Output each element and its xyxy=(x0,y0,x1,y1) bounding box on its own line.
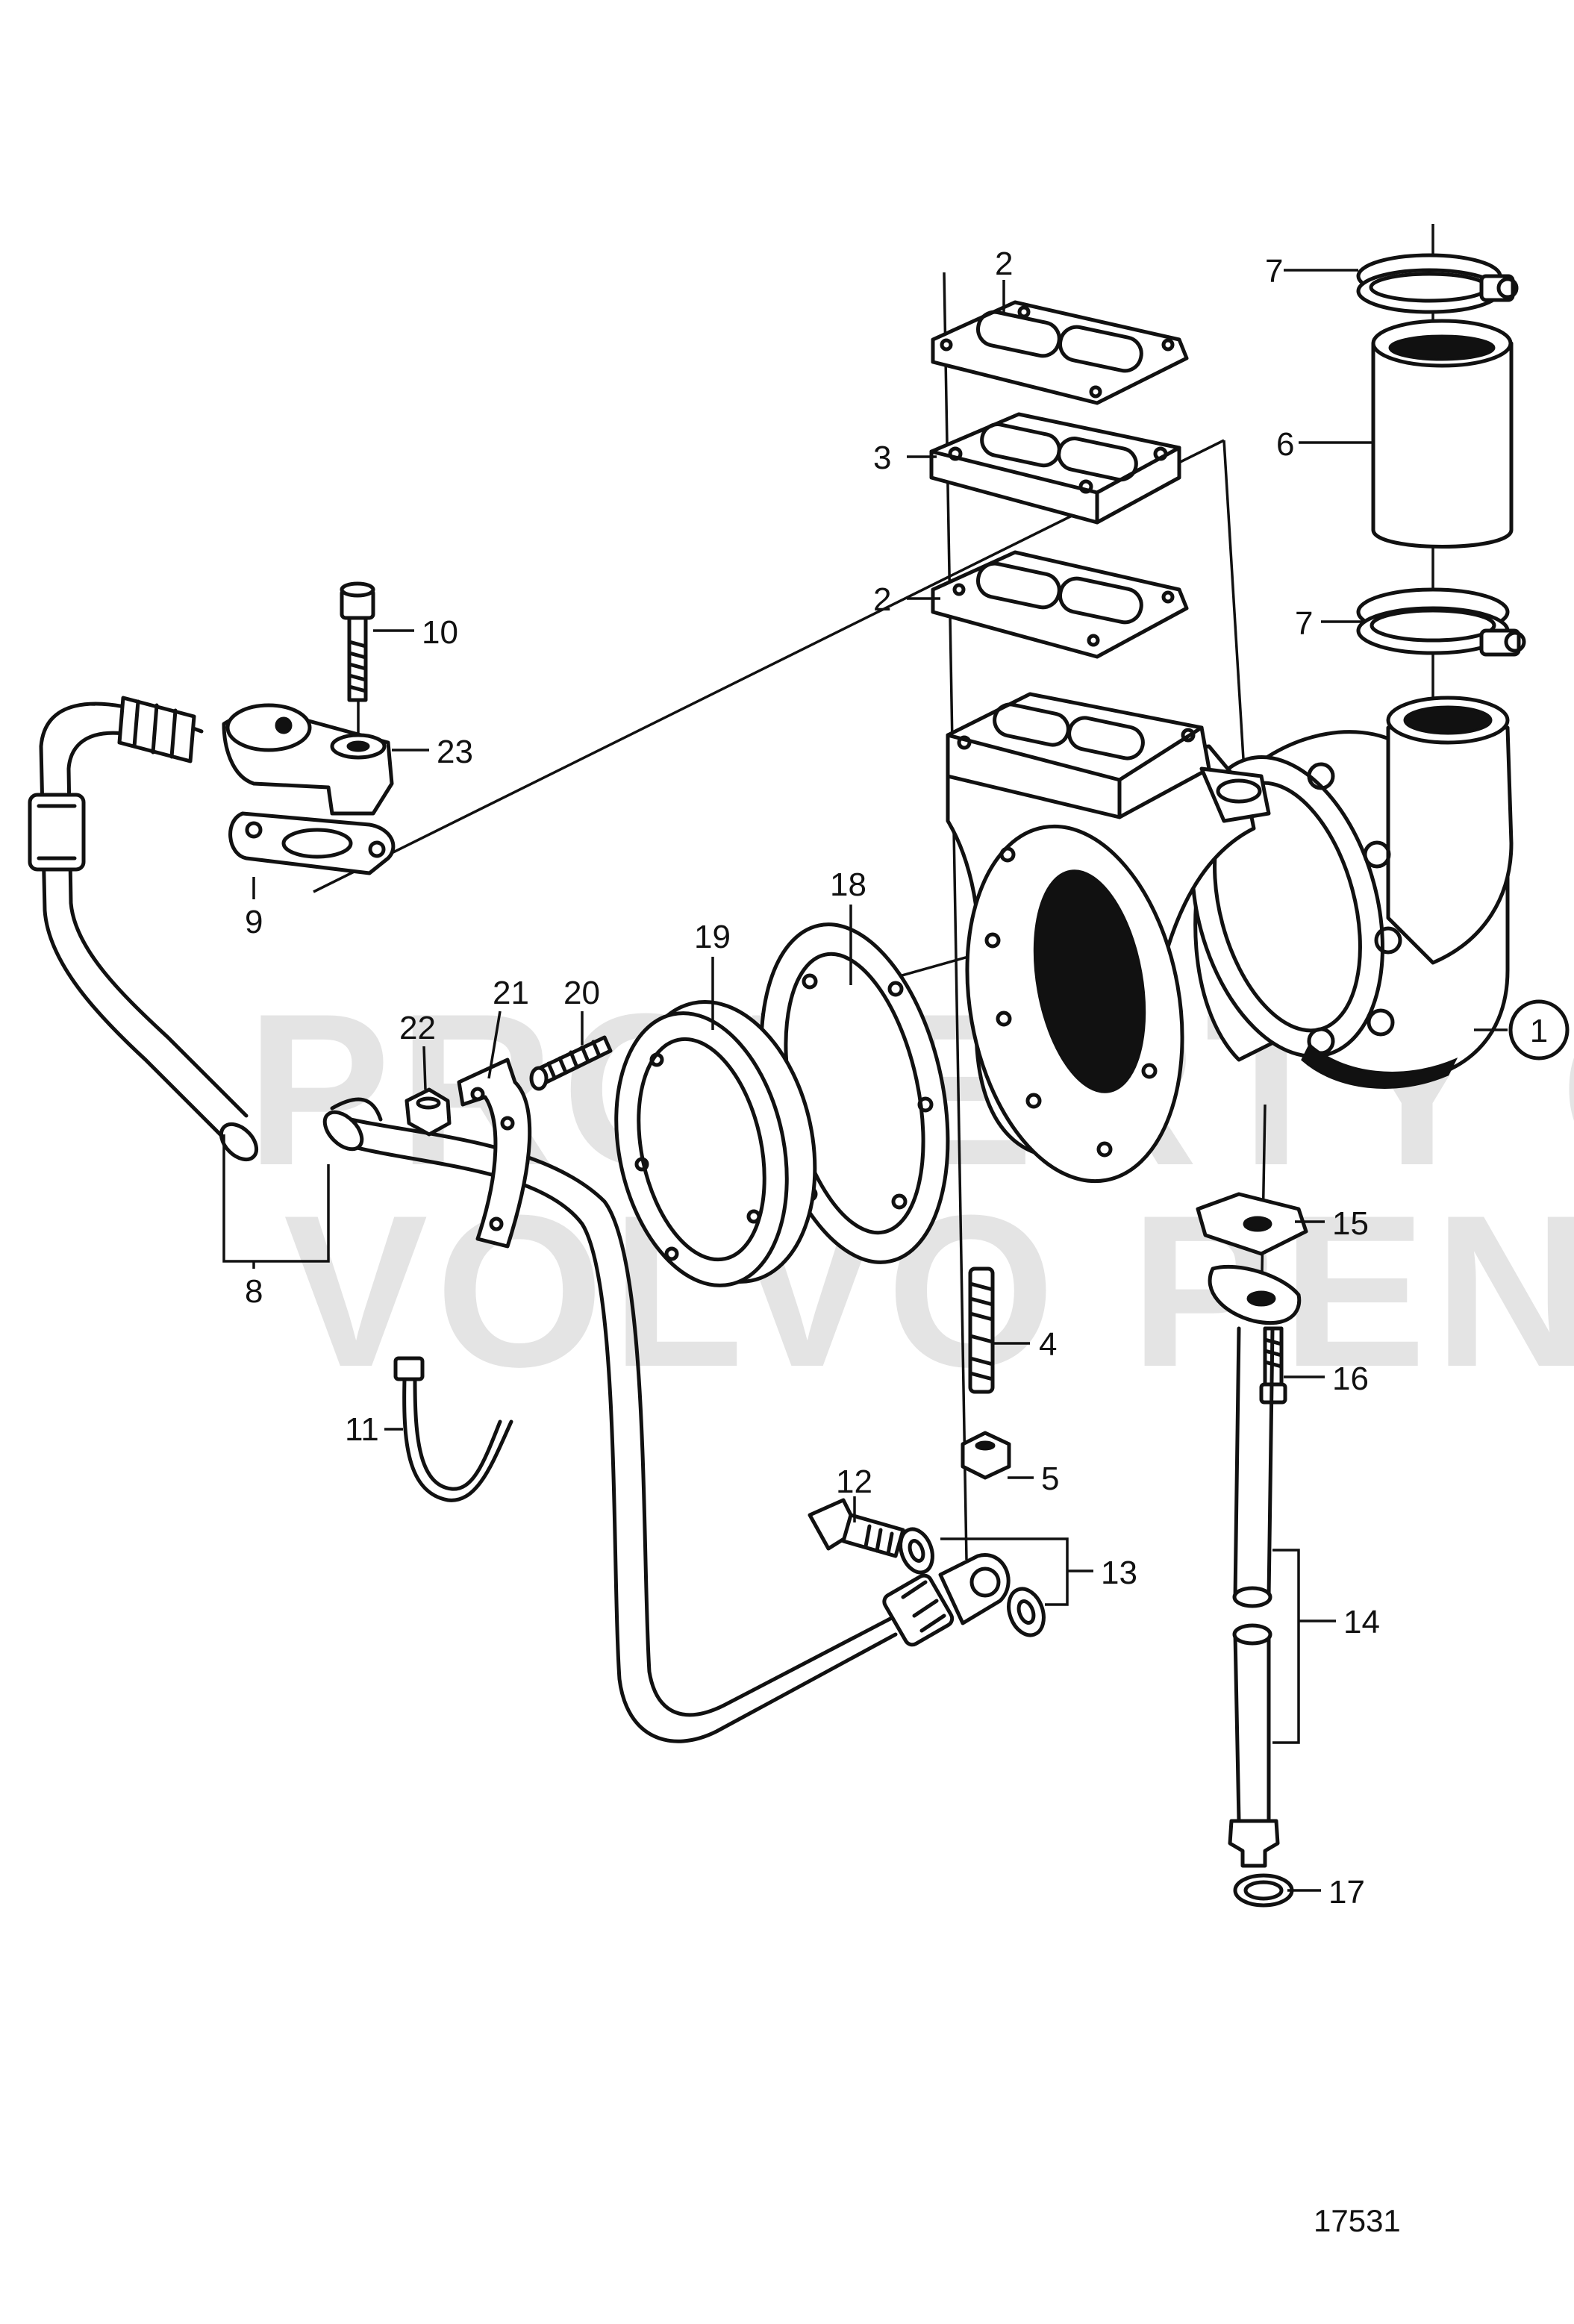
turbocharger-1 xyxy=(946,692,1514,1184)
washers-13 xyxy=(899,1527,1046,1637)
callout-2-top: 2 xyxy=(995,246,1013,282)
callout-18: 18 xyxy=(830,866,866,903)
oil-pipe-8 xyxy=(28,696,1011,1743)
bolt-10 xyxy=(340,581,375,702)
stud-20 xyxy=(529,1035,613,1091)
nut-5 xyxy=(961,1431,1011,1480)
clip-11 xyxy=(393,1356,513,1502)
callout-19: 19 xyxy=(694,919,731,955)
callout-16: 16 xyxy=(1332,1361,1369,1397)
o-ring-17 xyxy=(1233,1873,1294,1908)
hose-clamp-7-lower xyxy=(1356,587,1526,657)
callout-3: 3 xyxy=(873,440,891,476)
gasket-2-lower xyxy=(931,550,1189,659)
callout-13: 13 xyxy=(1101,1555,1137,1591)
hose-clamp-7-top xyxy=(1356,253,1519,314)
ring-19 xyxy=(614,999,817,1287)
callout-14: 14 xyxy=(1343,1604,1380,1640)
document-number: 17531 xyxy=(1314,2203,1401,2238)
stud-4 xyxy=(968,1266,995,1394)
callout-11: 11 xyxy=(345,1411,379,1448)
callout-8: 8 xyxy=(245,1273,263,1310)
banjo-fitting-23 xyxy=(222,703,394,816)
callout-10: 10 xyxy=(422,614,458,651)
callout-23: 23 xyxy=(437,734,473,770)
callout-circle-1 xyxy=(1508,999,1570,1061)
nut-22 xyxy=(405,1087,452,1137)
callout-labels: 2 3 2 7 6 7 10 23 9 8 11 12 13 14 17 16 … xyxy=(245,246,1380,1911)
gaskets-15 xyxy=(1196,1192,1308,1325)
banjo-bolt-12 xyxy=(808,1498,905,1558)
hose-6 xyxy=(1371,319,1514,549)
lock-plate-21 xyxy=(457,1058,532,1249)
callout-2-lower: 2 xyxy=(873,581,891,618)
callout-9: 9 xyxy=(245,904,263,940)
oil-return-pipe-14 xyxy=(1228,1326,1280,1868)
callout-5: 5 xyxy=(1041,1461,1059,1497)
callout-21: 21 xyxy=(493,975,529,1011)
callout-7-lower: 7 xyxy=(1295,605,1313,642)
callout-1: 1 xyxy=(1530,1013,1548,1049)
gasket-2-top xyxy=(931,300,1189,405)
flange-gasket-9 xyxy=(228,811,396,875)
callout-20: 20 xyxy=(563,975,600,1011)
callout-7-top: 7 xyxy=(1265,253,1283,290)
callout-22: 22 xyxy=(399,1010,436,1046)
callout-15: 15 xyxy=(1332,1205,1369,1242)
callout-4: 4 xyxy=(1039,1326,1057,1363)
callout-leaders xyxy=(222,269,1373,1892)
callout-12: 12 xyxy=(836,1464,872,1500)
callout-17: 17 xyxy=(1328,1874,1365,1911)
spacer-plate-3 xyxy=(929,412,1181,525)
callout-6: 6 xyxy=(1276,426,1294,463)
